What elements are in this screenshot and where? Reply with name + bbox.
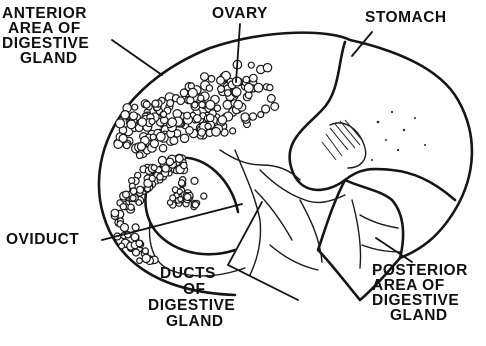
duct-5	[300, 200, 322, 262]
label-ovary: OVARY	[212, 5, 268, 22]
leader-ducts-2	[228, 265, 298, 300]
leader-ovary	[236, 24, 240, 82]
label-posterior: POSTERIOR AREA OF DIGESTIVE GLAND	[372, 262, 473, 324]
ovary-egg-cluster	[111, 60, 279, 264]
label-anterior: ANTERIOR AREA OF DIGESTIVE GLAND	[2, 5, 94, 67]
leader-anterior	[112, 40, 162, 75]
label-ducts: DUCTS OF DIGESTIVE GLAND	[148, 265, 240, 330]
duct-4	[220, 150, 300, 180]
label-stomach: STOMACH	[365, 9, 447, 26]
stomach-outline	[290, 42, 455, 200]
duct-6	[270, 245, 318, 270]
label-oviduct: OVIDUCT	[6, 231, 79, 248]
posterior-inner	[352, 200, 361, 268]
duct-7	[360, 215, 398, 228]
stomach-hatching	[322, 120, 362, 160]
stomach-dots	[371, 111, 426, 161]
